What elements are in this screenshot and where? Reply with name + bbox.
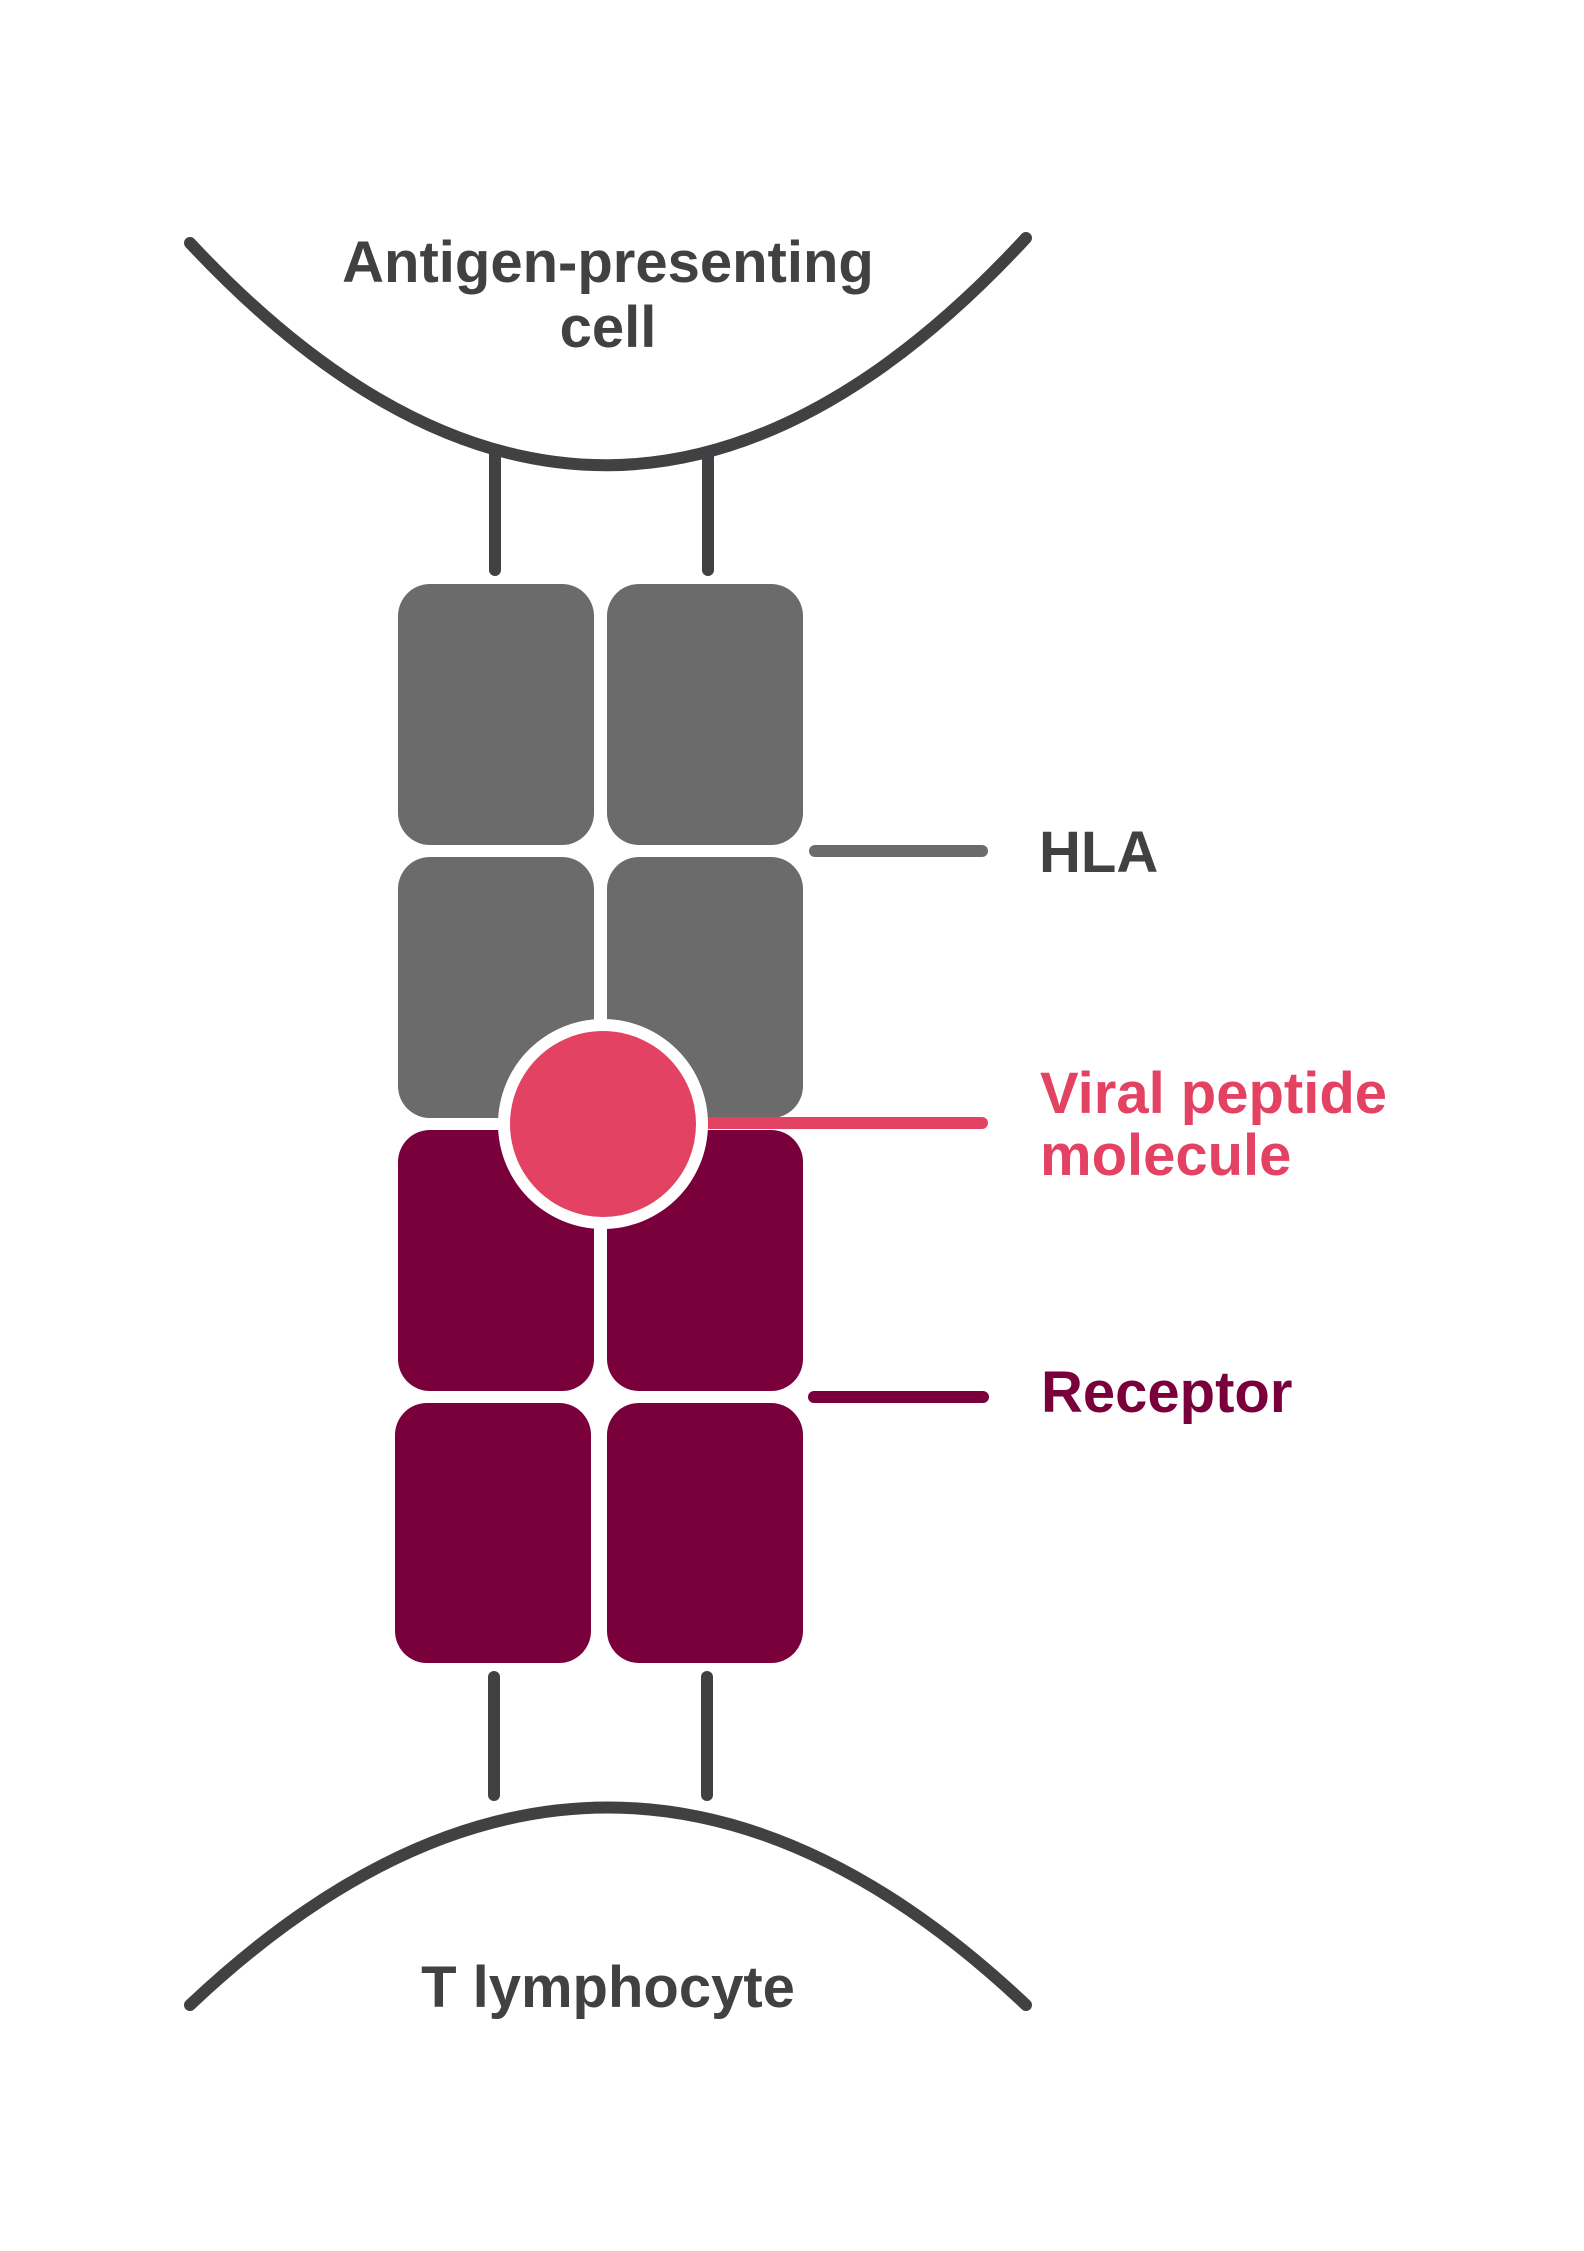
hla-block-top-left: [398, 584, 594, 845]
antigen-presenting-cell-label-line1: Antigen-presenting: [342, 230, 874, 295]
hla-label: HLA: [1039, 820, 1158, 885]
t-lymphocyte-membrane: [184, 1801, 1032, 2011]
viral-peptide-label-line1: Viral peptide: [1040, 1061, 1387, 1126]
receptor-label: Receptor: [1041, 1360, 1292, 1425]
viral-peptide-molecule: [510, 1031, 696, 1217]
viral-peptide-label-line2: molecule: [1040, 1123, 1291, 1188]
antigen-presenting-cell-membrane: [184, 232, 1032, 472]
t-lymphocyte-label: T lymphocyte: [421, 1955, 795, 2020]
receptor-block-bottom-right: [607, 1403, 803, 1663]
antigen-presenting-cell-label-line2: cell: [560, 295, 657, 360]
hla-block-top-right: [607, 584, 803, 845]
receptor-block-bottom-left: [395, 1403, 591, 1663]
